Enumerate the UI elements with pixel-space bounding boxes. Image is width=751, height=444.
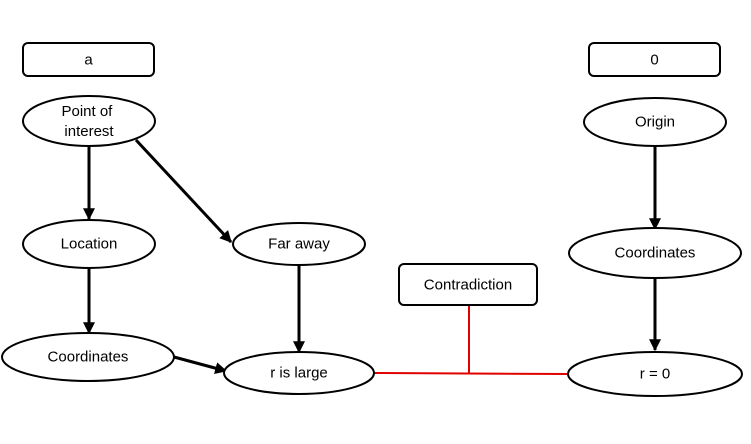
node-contradiction-box xyxy=(398,263,538,306)
node-origin: Origin xyxy=(583,97,727,147)
node-point-of-interest: Point of interest xyxy=(22,95,156,147)
node-a-label: a xyxy=(84,52,93,69)
node-point-of-interest-line-1: Point of xyxy=(61,103,113,120)
contradiction-line-horizontal xyxy=(373,372,569,375)
node-origin-label: Origin xyxy=(635,114,675,131)
node-contradiction: Contradiction xyxy=(398,263,538,306)
node-r-equals-0-label: r = 0 xyxy=(640,366,670,383)
arrow-coordinates-to-r-is-large xyxy=(173,355,228,374)
node-0: 0 xyxy=(588,42,721,77)
node-location: Location xyxy=(22,219,156,269)
node-r-equals-0: r = 0 xyxy=(567,351,743,397)
node-point-of-interest-line-2: interest xyxy=(64,123,114,140)
node-0-label: 0 xyxy=(650,52,658,69)
node-coordinates-left-label: Coordinates xyxy=(48,349,129,366)
arrow-point-of-interest-to-far-away xyxy=(134,138,233,244)
node-far-away-ellipse xyxy=(232,222,366,266)
node-a: a xyxy=(22,42,155,77)
node-coordinates-left: Coordinates xyxy=(1,332,175,382)
edges xyxy=(83,138,661,375)
node-r-is-large-label: r is large xyxy=(270,365,328,382)
node-far-away-label: Far away xyxy=(268,236,330,253)
node-coordinates-right-ellipse xyxy=(568,227,742,279)
node-point-of-interest-label: Point of interest xyxy=(61,103,116,140)
node-contradiction-label: Contradiction xyxy=(424,277,512,294)
node-coordinates-right-label: Coordinates xyxy=(615,245,696,262)
node-r-is-large-ellipse xyxy=(223,351,375,395)
node-r-equals-0-ellipse xyxy=(567,351,743,397)
node-far-away: Far away xyxy=(232,222,366,266)
node-r-is-large: r is large xyxy=(223,351,375,395)
node-location-ellipse xyxy=(22,219,156,269)
node-origin-ellipse xyxy=(583,97,727,147)
node-location-label: Location xyxy=(61,236,118,253)
node-point-of-interest-ellipse xyxy=(22,95,156,147)
node-coordinates-right: Coordinates xyxy=(568,227,742,279)
node-0-box xyxy=(588,42,721,77)
node-coordinates-left-ellipse xyxy=(1,332,175,382)
node-a-box xyxy=(22,42,155,77)
